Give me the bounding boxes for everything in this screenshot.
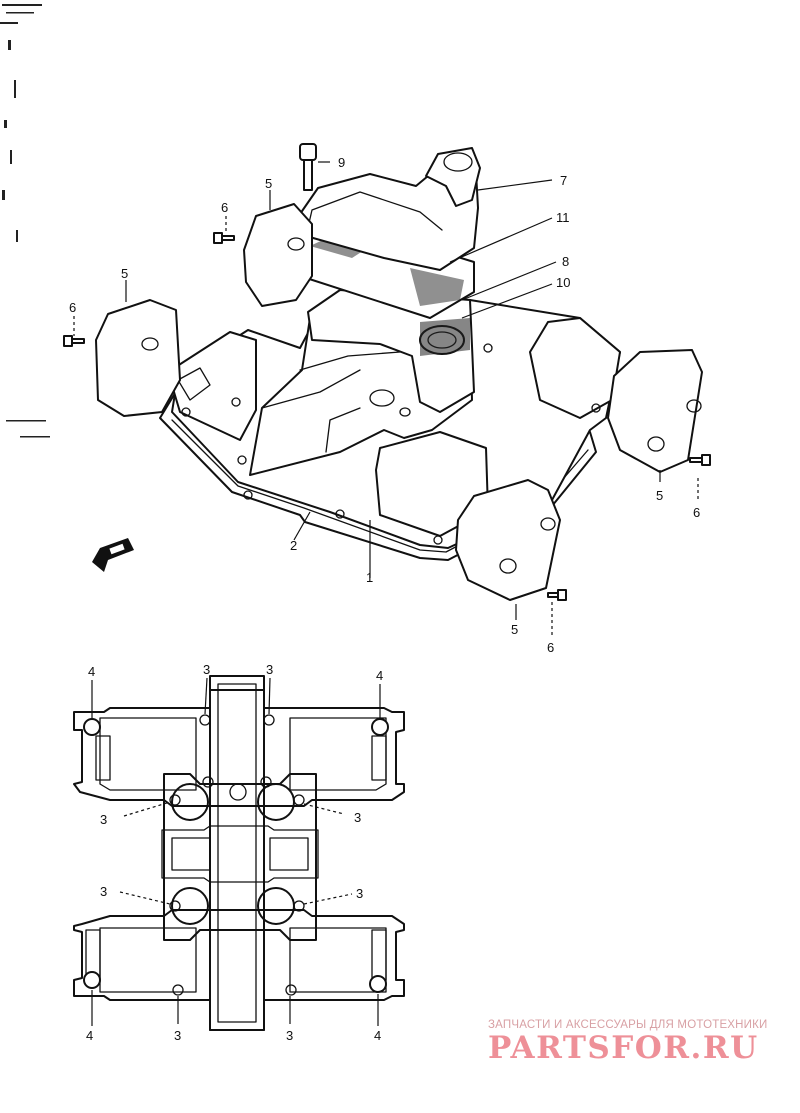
callout-9: 9 <box>338 155 345 170</box>
screw-6-right <box>689 454 711 466</box>
screw-6-bottom <box>547 589 567 601</box>
plan-top-inner <box>99 717 387 791</box>
side-cap-left-hole <box>141 337 159 351</box>
side-cap-upper-left-hole <box>287 237 305 251</box>
plan-top-right-pocket <box>371 735 387 781</box>
callout-5-left: 5 <box>121 266 128 281</box>
center-manifold-ribs <box>261 351 401 453</box>
callout-11: 11 <box>556 210 570 225</box>
callout-7: 7 <box>560 173 567 188</box>
callout-1: 1 <box>366 570 373 585</box>
scan-noise <box>0 4 50 438</box>
screw-6-upper <box>213 232 235 244</box>
callout-6-bottom: 6 <box>547 640 554 655</box>
breather-cover <box>299 165 479 271</box>
center-hole <box>369 389 395 407</box>
bolt-holes-3 <box>169 714 305 996</box>
callout-10: 10 <box>556 275 570 290</box>
callout-4-br: 4 <box>374 1028 381 1043</box>
plan-bottom-inner <box>99 927 387 993</box>
dowels-4 <box>83 718 389 993</box>
callout-4-tr: 4 <box>376 668 383 683</box>
plan-top-plate <box>73 689 405 807</box>
callout-3-bottom-b: 3 <box>286 1028 293 1043</box>
callout-5-right: 5 <box>656 488 663 503</box>
callout-6-left: 6 <box>69 300 76 315</box>
plan-bottom-plate <box>73 909 405 1031</box>
callout-3-bottom-a: 3 <box>174 1028 181 1043</box>
cover-bolts <box>181 343 601 545</box>
plan-middle-window <box>161 825 319 883</box>
side-cap-bottom-right-hole <box>540 517 556 531</box>
side-cap-right-hole-2 <box>647 436 665 452</box>
callout-3-left-lower: 3 <box>100 884 107 899</box>
center-hole-2 <box>399 407 411 417</box>
front-arrow-icon <box>92 538 134 572</box>
leader-lines-upper <box>73 161 699 636</box>
plan-middle-window-inner <box>171 837 309 871</box>
watermark-tagline: ЗАПЧАСТИ И АКСЕССУАРЫ ДЛЯ МОТОТЕХНИКИ <box>488 1019 768 1031</box>
side-cap-bottom-right <box>455 479 561 601</box>
plan-port-tl <box>171 783 209 821</box>
breather-cover-edge <box>305 191 443 237</box>
watermark-logo: PARTSFOR.RU <box>488 1030 759 1066</box>
left-inner-bump <box>177 367 211 401</box>
callout-8: 8 <box>562 254 569 269</box>
callout-3-right-upper: 3 <box>354 810 361 825</box>
plan-spine-inner <box>217 683 257 1023</box>
plan-center-hole-2 <box>260 776 272 788</box>
breather-spout-opening <box>443 152 473 172</box>
plan-top-left-pocket <box>95 735 111 781</box>
gasket-plan: 4 3 3 4 3 3 3 3 4 3 3 4 <box>73 662 405 1043</box>
callout-5-bottom: 5 <box>511 622 518 637</box>
plan-middle-frame <box>163 773 317 941</box>
upper-assembly: 9 7 11 8 10 5 6 5 6 5 6 2 1 5 6 <box>63 143 711 655</box>
plan-port-bl <box>171 887 209 925</box>
plan-center-hole-1 <box>202 776 214 788</box>
gasket-mesh-8 <box>420 318 470 356</box>
side-cap-left <box>95 299 181 417</box>
side-cap-right-hole <box>686 399 702 413</box>
callout-3-top-a: 3 <box>203 662 210 677</box>
callout-4-tl: 4 <box>88 664 95 679</box>
callout-2: 2 <box>290 538 297 553</box>
callout-3-right-lower: 3 <box>356 886 363 901</box>
screw-6-left <box>63 335 85 347</box>
plan-spine <box>209 675 265 1031</box>
bolt-9 <box>299 143 317 191</box>
callout-3-left-upper: 3 <box>100 812 107 827</box>
callout-3-top-b: 3 <box>266 662 273 677</box>
plan-bottom-right-pocket <box>371 929 387 981</box>
leader-lines-lower <box>91 677 381 1026</box>
side-cap-right <box>607 349 703 473</box>
side-cap-upper-left <box>243 203 313 307</box>
callout-6-upper: 6 <box>221 200 228 215</box>
right-lower-bump <box>375 431 489 537</box>
side-cap-bottom-right-hole-2 <box>499 558 517 574</box>
callout-4-bl: 4 <box>86 1028 93 1043</box>
callout-6-right: 6 <box>693 505 700 520</box>
breather-spout <box>425 147 481 207</box>
plan-center-hole-3 <box>229 783 247 801</box>
callout-5-upper: 5 <box>265 176 272 191</box>
